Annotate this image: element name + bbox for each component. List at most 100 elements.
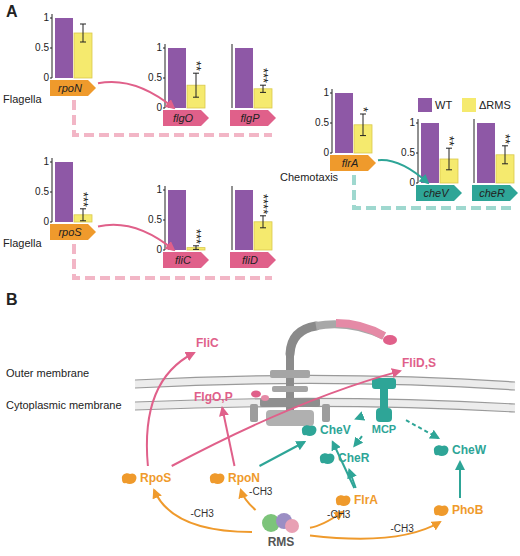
protein-blob: RpoS	[120, 468, 178, 488]
ms-ring	[260, 398, 320, 407]
bar-charts	[50, 14, 514, 250]
stator	[322, 404, 330, 422]
outer-membrane	[135, 375, 515, 382]
protein-shape	[120, 471, 138, 485]
outer-membrane	[135, 383, 515, 390]
wt-bar	[55, 18, 73, 78]
tick-mark	[163, 108, 165, 109]
error-bar	[196, 246, 197, 250]
error-cap	[502, 163, 508, 164]
protein-shape	[334, 493, 352, 507]
tick-mark	[50, 78, 52, 79]
tick-label: 1	[409, 117, 415, 129]
protein-blob: RpoN	[208, 468, 266, 488]
protein-shape-fill	[122, 473, 137, 484]
error-cap	[360, 135, 366, 136]
tick-mark	[416, 153, 418, 154]
receptor-head	[372, 378, 396, 389]
protein-shape-fill	[320, 453, 335, 464]
tick-mark	[50, 192, 52, 193]
node-label: rpoN	[50, 80, 96, 96]
error-cap	[80, 220, 86, 221]
cytoplasmic-membrane	[135, 398, 515, 404]
error-bar	[83, 24, 84, 42]
protein-blob: CheR	[318, 448, 372, 468]
edge-label: -CH3	[191, 508, 214, 520]
tick-label: 0.5	[148, 214, 162, 226]
error-cap	[260, 215, 266, 216]
y-axis	[418, 119, 419, 183]
node-label: MCP	[364, 422, 404, 436]
y-axis	[332, 89, 333, 153]
node-label: flgO	[163, 110, 209, 126]
protein-blob: CheV	[300, 420, 354, 440]
node-label: FlgO,P	[194, 388, 246, 406]
gene-arrow-outline	[50, 224, 96, 240]
significance-stars: ***	[190, 229, 202, 244]
protein-shape-fill	[210, 473, 225, 484]
tick-mark	[416, 123, 418, 124]
gene-arrow-outline	[230, 252, 276, 268]
gene-arrow-outline	[230, 110, 276, 126]
y-axis	[165, 186, 166, 250]
protein-label: FliC	[196, 334, 232, 352]
tick-mark	[50, 222, 52, 223]
wt-bar	[235, 190, 253, 250]
node-label: cheV	[416, 185, 462, 201]
tick-label: 0.5	[315, 117, 329, 129]
error-cap	[80, 208, 86, 209]
tick-mark	[163, 190, 165, 191]
node-label: fliC	[163, 252, 209, 268]
stator	[250, 404, 258, 422]
tick-label: 0	[43, 72, 49, 84]
protein-label: FlgO,P	[194, 388, 246, 406]
tick-label: 0	[323, 147, 329, 159]
significance-stars: ***	[257, 68, 269, 83]
error-cap	[260, 227, 266, 228]
membrane-label: Outer membrane	[6, 366, 89, 380]
error-cap	[260, 92, 266, 93]
connector	[260, 442, 305, 466]
wt-bar	[235, 48, 253, 108]
category-label: Flagella	[3, 92, 42, 106]
gene-arrow-outline	[163, 252, 209, 268]
error-cap	[446, 148, 452, 149]
tick-mark	[163, 48, 165, 49]
tick-mark	[163, 78, 165, 79]
gene-arrow-outline	[472, 185, 518, 201]
gene-arrow: flrA	[330, 155, 376, 171]
tick-label: 0.5	[148, 72, 162, 84]
connector	[98, 82, 174, 108]
tick-label: 0	[409, 177, 415, 189]
rms-subunit	[285, 519, 299, 533]
error-cap	[193, 249, 199, 250]
wt-bar	[55, 162, 73, 222]
rms-complex: RMS	[254, 512, 308, 552]
connector	[333, 442, 355, 488]
edge-label: -CH3	[249, 486, 272, 498]
gene-arrow: rpoN	[50, 80, 96, 96]
gene-arrow-outline	[330, 155, 376, 171]
wt-bar	[421, 123, 439, 183]
flagellar-hook	[290, 326, 316, 354]
panel-letter: A	[6, 2, 18, 21]
gene-arrow: fliC	[163, 252, 209, 268]
tick-mark	[416, 183, 418, 184]
tick-label: 0	[43, 216, 49, 228]
receptor-stem	[380, 388, 388, 410]
y-axis	[232, 44, 233, 108]
tick-label: 1	[156, 42, 162, 54]
protein-blob: FlrA	[334, 490, 386, 510]
filament-cap	[383, 335, 397, 345]
tick-mark	[330, 153, 332, 154]
tick-label: 1	[323, 87, 329, 99]
connector	[378, 160, 428, 183]
node-label: RpoS	[140, 471, 171, 485]
protein-shape	[300, 423, 318, 437]
gene-arrow: cheR	[472, 185, 518, 201]
p-ring	[272, 386, 308, 392]
node-label: CheR	[338, 451, 369, 465]
node-label: CheW	[452, 443, 486, 457]
significance-stars: **	[443, 136, 455, 146]
receptor-protein: MCP	[364, 378, 404, 438]
